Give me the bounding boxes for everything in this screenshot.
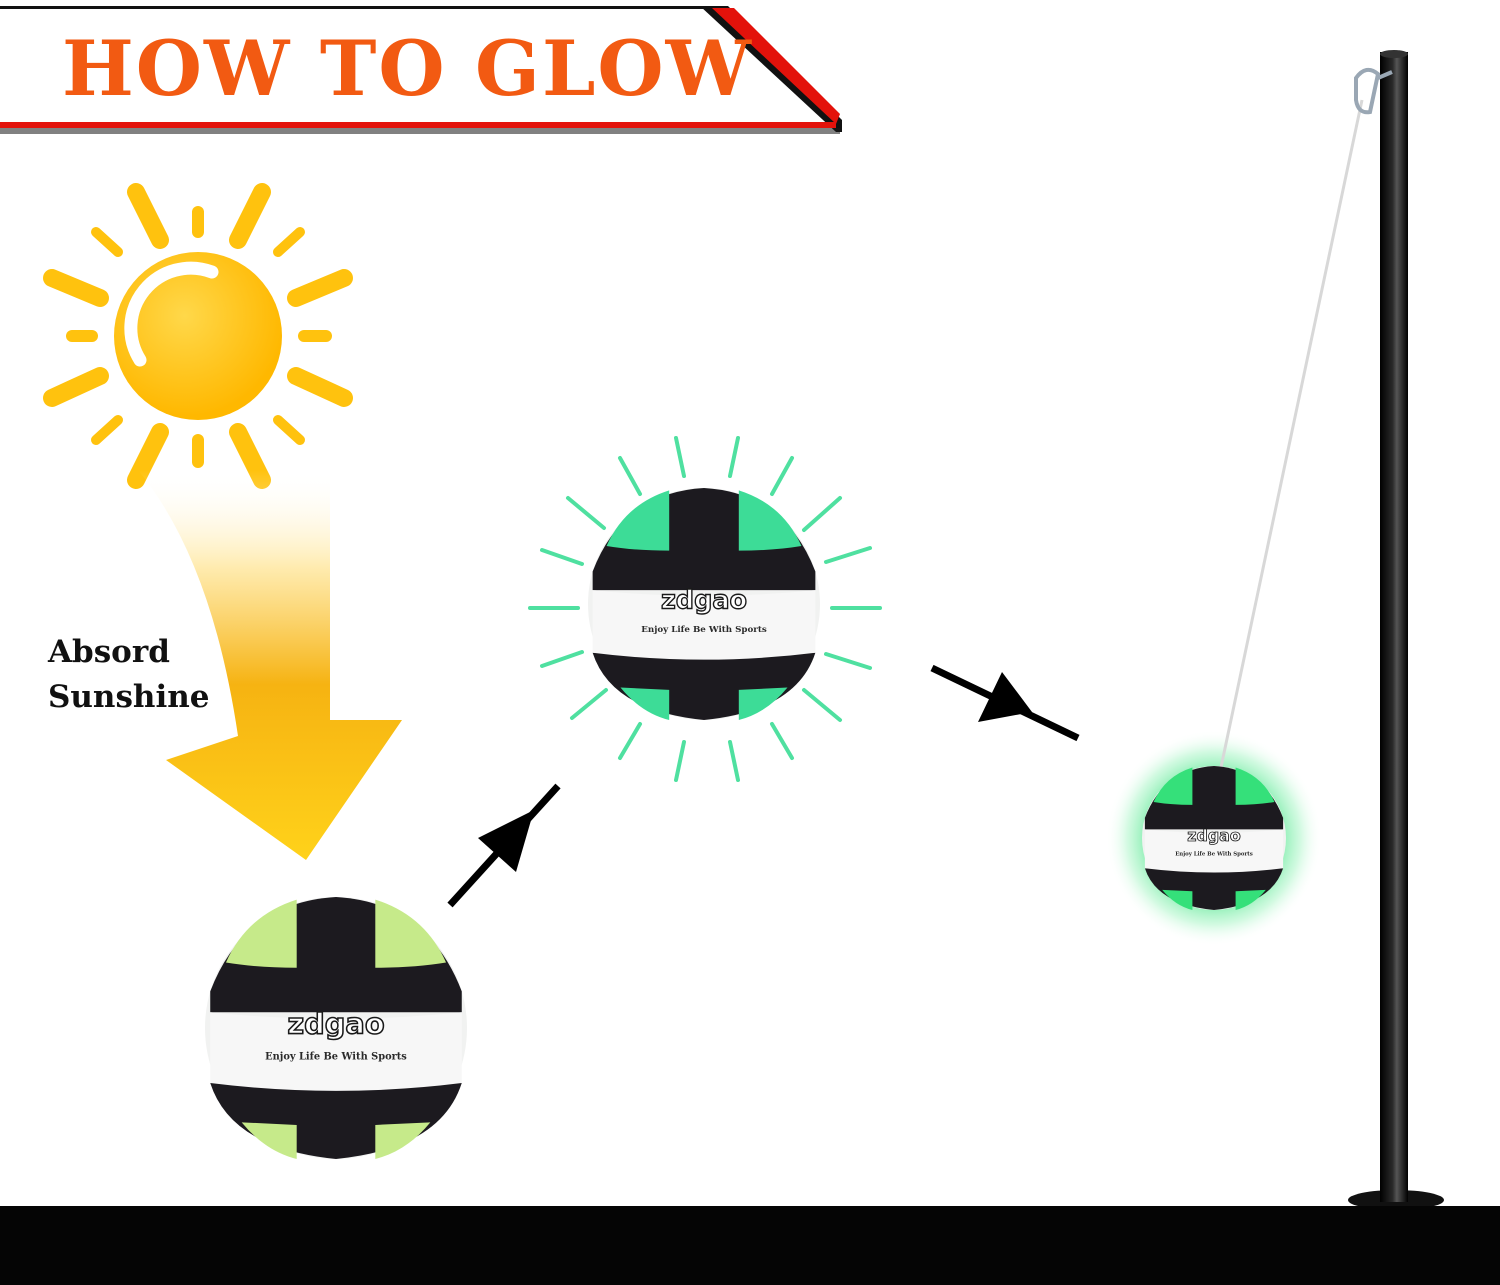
down-arrow-icon [138,470,402,860]
ball-glowing: zdgao Enjoy Life Be With Sports [1142,766,1286,910]
banner-title: HOW TO GLOW [62,24,753,113]
ball-sunlit: zdgao Enjoy Life Be With Sports [205,897,467,1159]
arrow-icon [447,783,561,908]
caption-line-2: Sunshine [48,679,210,715]
ball-slogan: Enjoy Life Be With Sports [1175,851,1253,857]
title-banner [0,6,842,134]
ball-slogan: Enjoy Life Be With Sports [265,1051,407,1062]
ball-brand-logo: zdgao [661,586,747,616]
ground-strip [0,1206,1500,1285]
caption-line-1: Absord [48,634,170,670]
glow-rays [528,436,882,782]
ball-slogan: Enjoy Life Be With Sports [641,625,767,635]
pole-icon [1348,50,1444,1210]
arrow-icon [930,664,1080,742]
absorb-sunshine-caption: Absord Sunshine [48,630,210,720]
ball-charged: zdgao Enjoy Life Be With Sports [588,488,820,720]
ball-brand-logo: zdgao [287,1006,384,1040]
ball-brand-logo: zdgao [1187,826,1241,845]
rope-icon [1218,67,1393,773]
